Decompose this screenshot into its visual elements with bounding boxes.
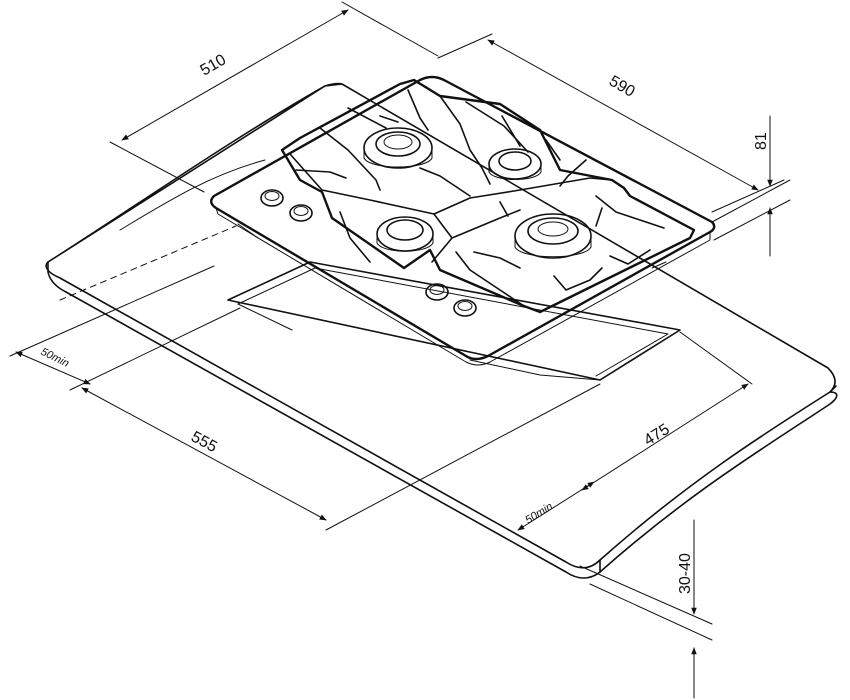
knob-2 [289, 204, 313, 222]
pan-supports [280, 78, 696, 314]
dim-cutout-depth: 475 [581, 331, 753, 491]
dim-label-50min-front: 50min [523, 500, 555, 526]
burner-front-left [376, 216, 434, 252]
dim-label-555: 555 [188, 429, 220, 457]
knob-3 [425, 283, 449, 301]
dim-worktop-thickness: 30-40 [579, 519, 713, 699]
dim-label-510: 510 [198, 51, 230, 79]
worktop [45, 82, 838, 579]
burner-rear-right [488, 148, 542, 180]
burner-rear-left [363, 127, 433, 169]
dim-label-590: 590 [606, 73, 638, 101]
dim-label-30-40: 30-40 [677, 553, 694, 594]
dim-cutout-width: 555 [81, 383, 601, 531]
burners [363, 127, 592, 259]
control-knobs [260, 189, 477, 317]
dim-label-81: 81 [753, 132, 770, 150]
dim-front-clearance: 50min [517, 481, 595, 531]
dimension-lines: 510 590 81 50min 555 [9, 1, 791, 699]
burner-front-right [514, 213, 592, 259]
knob-1 [260, 189, 284, 207]
worktop-cutout [59, 225, 681, 381]
knob-4 [453, 299, 477, 317]
dim-side-clearance: 50min [9, 265, 241, 391]
dim-hob-height: 81 [711, 115, 791, 257]
dim-hob-width: 590 [437, 33, 785, 213]
dim-label-475: 475 [641, 421, 673, 450]
dim-label-50min-side: 50min [39, 346, 71, 370]
